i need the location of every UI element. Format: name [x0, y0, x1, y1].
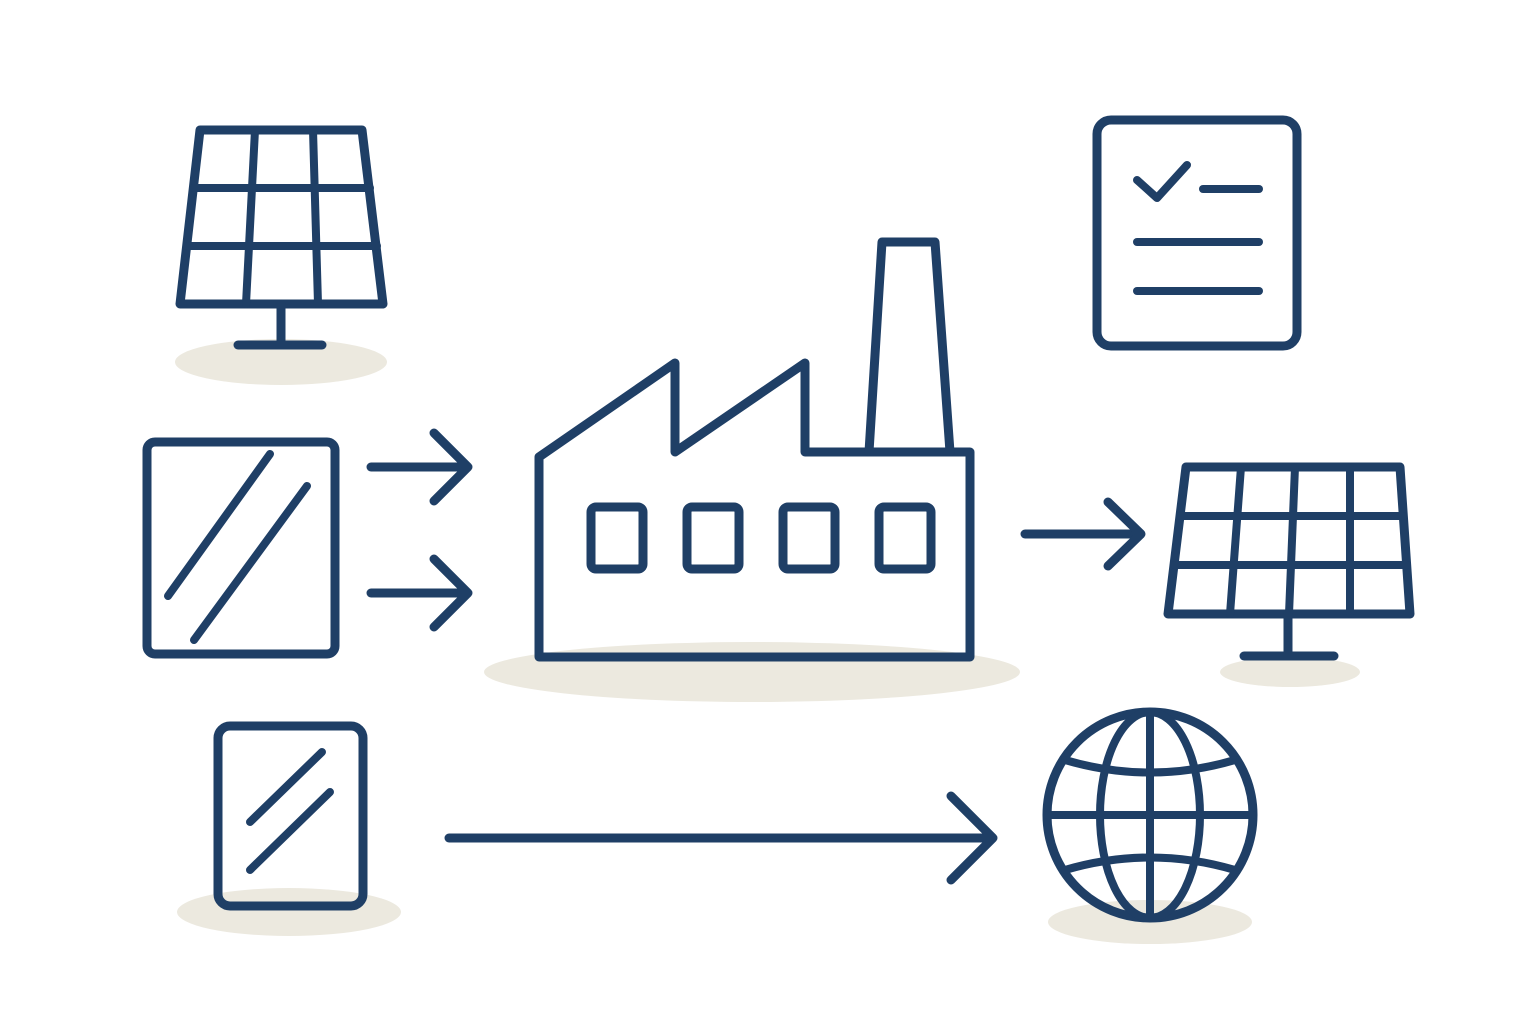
globe-icon: [1042, 707, 1258, 923]
shadow-solar-output: [1220, 657, 1360, 687]
shadow-small-glass: [177, 888, 401, 936]
shadow-solar-input: [175, 339, 387, 385]
ground-shadows: [175, 339, 1360, 944]
checklist-document-icon: [1092, 115, 1302, 351]
arrow-right-icon: [366, 428, 473, 506]
arrow-right-icon: [1020, 497, 1146, 571]
shadow-factory: [484, 642, 1020, 702]
glass-sheet-icon: [142, 437, 340, 659]
glass-pane-icon: [213, 721, 368, 911]
solar-panel-icon: [175, 125, 388, 350]
solar-panel-icon: [1163, 462, 1415, 661]
factory-windows: [586, 502, 936, 574]
factory-icon: [534, 237, 975, 662]
arrow-right-icon: [444, 791, 998, 885]
arrow-right-icon: [366, 554, 473, 632]
